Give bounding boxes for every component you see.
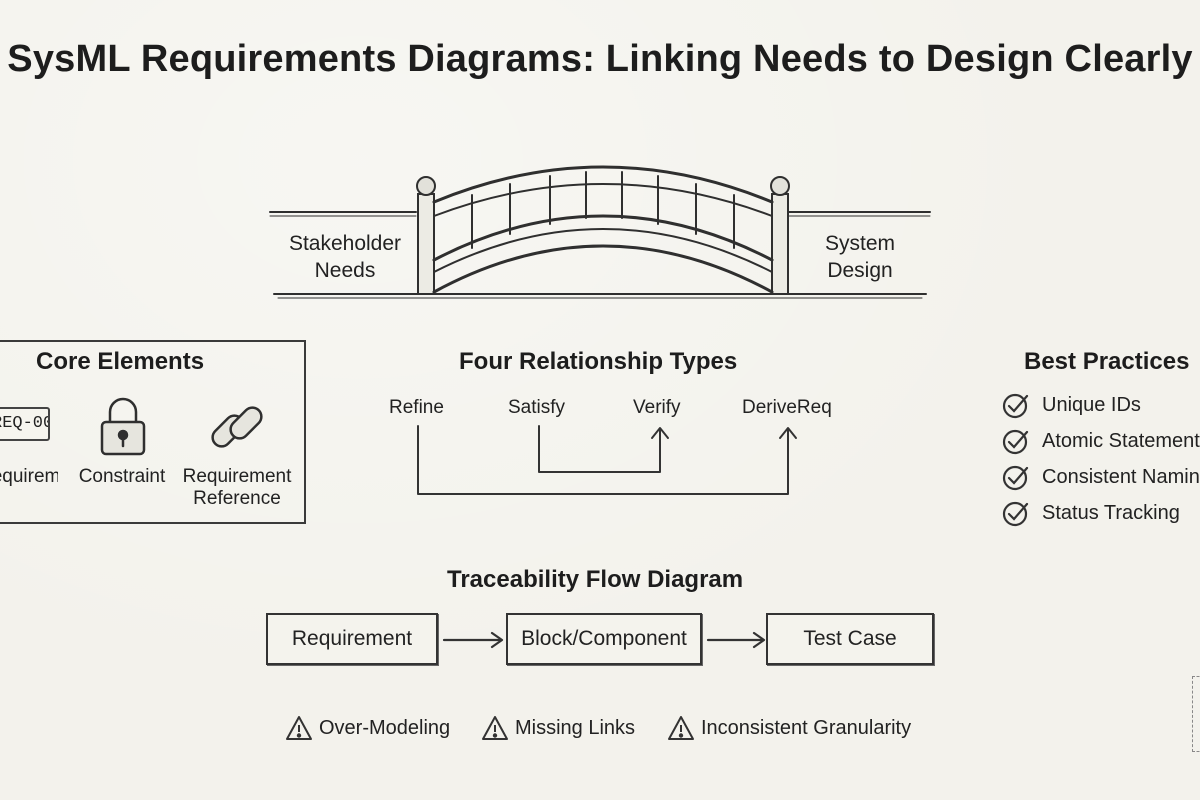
best-practice-text: Unique IDs (1042, 394, 1141, 416)
chain-link-icon (211, 406, 263, 448)
corner-sketch-mark (1192, 676, 1200, 752)
verify-label: Verify (633, 397, 681, 418)
flow-arrows (442, 631, 766, 649)
checkmark-icon (1002, 393, 1029, 419)
checkmark-icon (1002, 465, 1029, 491)
constraint-label: Constraint (78, 466, 166, 487)
relationship-connectors (417, 425, 797, 495)
requirement-label: Requirement (0, 466, 58, 487)
flow-step-block-component: Block/Component (506, 613, 702, 665)
requirement-reference-label: Requirement Reference (182, 466, 292, 509)
padlock-icon (100, 397, 146, 456)
flow-step-test-case: Test Case (766, 613, 934, 665)
traceability-title: Traceability Flow Diagram (447, 566, 744, 593)
best-practice-text: Atomic Statements (1042, 430, 1200, 452)
warning-triangle-icon (482, 716, 508, 740)
best-practices-title: Best Practices (1024, 348, 1190, 375)
core-elements-panel (0, 340, 306, 524)
flow-step-requirement: Requirement (266, 613, 438, 665)
page-title: SysML Requirements Diagrams: Linking Nee… (7, 38, 1193, 80)
core-elements-title: Core Elements (36, 348, 205, 375)
stakeholder-needs-label: Stakeholder Needs (288, 232, 402, 282)
bridge-illustration (269, 165, 931, 299)
checkmark-icon (1002, 501, 1029, 527)
requirement-id-icon: REQ-001 (0, 407, 50, 441)
relationship-types-title: Four Relationship Types (459, 348, 738, 375)
warning-triangle-icon (286, 716, 312, 740)
best-practice-text: Consistent Naming (1042, 466, 1200, 488)
satisfy-label: Satisfy (508, 397, 566, 418)
best-practice-text: Status Tracking (1042, 502, 1180, 524)
warning-text: Inconsistent Granularity (701, 717, 912, 739)
warning-text: Missing Links (515, 717, 636, 739)
checkmark-icon (1002, 429, 1029, 455)
warning-text: Over-Modeling (319, 717, 451, 739)
system-design-label: System Design (824, 232, 895, 282)
derivereq-label: DeriveReq (742, 397, 832, 418)
refine-label: Refine (389, 397, 444, 418)
warning-triangle-icon (668, 716, 694, 740)
